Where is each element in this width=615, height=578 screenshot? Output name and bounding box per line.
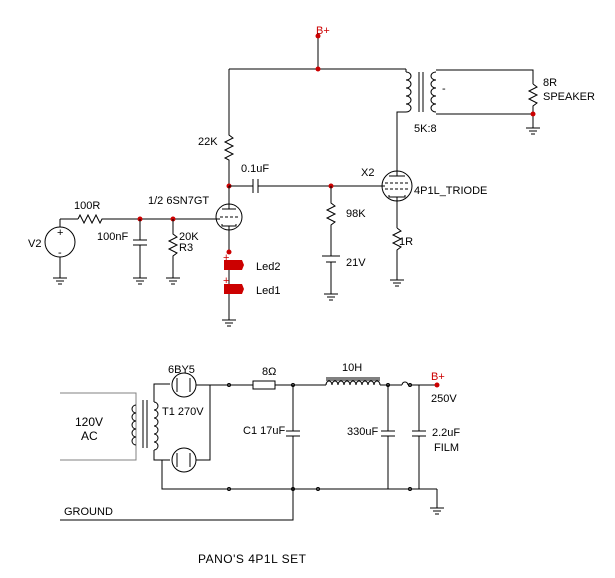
led-1-plus: + (223, 275, 229, 287)
output-tube-ref: X2 (361, 167, 374, 179)
driver-tube-label: 1/2 6SN7GT (148, 195, 209, 207)
cathode-junction (226, 249, 232, 255)
secondary-top-wire (436, 69, 534, 84)
mains-unit: AC (81, 429, 98, 443)
capacitor-coupling: 0.1uF (229, 163, 385, 193)
speaker-value: 8R (543, 77, 557, 89)
resistor-1r-label: 1R (399, 236, 413, 248)
resistor-1r: 1R (390, 227, 413, 287)
capacitor-c3-value: 2.2uF (432, 427, 460, 439)
capacitor-c3: 2.2uF FILM (412, 385, 460, 489)
capacitor-input-label: 100nF (97, 231, 128, 243)
resistor-r3-value: 20K (179, 231, 199, 243)
psu-resistor: 8Ω (229, 366, 326, 390)
bias-battery-label: 21V (346, 257, 366, 269)
speaker-load: 8R SPEAKER (526, 77, 595, 135)
output-tube-label: 4P1L_TRIODE (414, 185, 487, 197)
choke: 10H (325, 362, 402, 386)
power-transformer-label: T1 270V (162, 406, 204, 418)
supply-b-plus: B+ (431, 371, 445, 383)
source-minus-sign: - (58, 247, 62, 259)
capacitor-c3-type: FILM (434, 442, 459, 454)
led-2-label: Led2 (256, 261, 280, 273)
capacitor-c2: 330uF (347, 385, 395, 489)
capacitor-c1: C1 17uF (60, 385, 300, 521)
output-tube: X2 4P1L_TRIODE (361, 167, 487, 228)
speaker-name: SPEAKER (543, 91, 595, 103)
rectifier-tube: 6BY5 (168, 364, 229, 473)
secondary-wire-a (153, 383, 170, 402)
psu-node-4 (408, 383, 412, 387)
led-1-label: Led1 (256, 285, 280, 297)
output-transformer: - 5K:8 (396, 69, 446, 171)
source-plus-sign: + (57, 227, 63, 239)
resistor-r3: 20K R3 (166, 219, 199, 285)
supply-voltage: 250V (431, 393, 457, 405)
resistor-100r-label: 100R (74, 200, 100, 212)
capacitor-coupling-label: 0.1uF (241, 163, 269, 175)
top-rail-junction (315, 66, 321, 72)
capacitor-c2-label: 330uF (347, 426, 378, 438)
secondary-wire-b (153, 450, 170, 461)
psu-node-1 (227, 383, 231, 387)
mains-source: 120V AC (60, 392, 137, 461)
output-transformer-ratio: 5K:8 (414, 123, 437, 135)
psu-ground (419, 488, 444, 515)
led-1: + Led1 (223, 275, 280, 297)
b-plus-top: B+ (315, 25, 330, 69)
ground-label: GROUND (64, 506, 113, 518)
rectifier-label: 6BY5 (168, 364, 195, 376)
mains-voltage: 120V (75, 415, 103, 429)
signal-source: + - V2 (28, 219, 76, 285)
gnd-node-4 (408, 487, 412, 491)
led-2: + Led2 (223, 252, 280, 273)
resistor-r3-name: R3 (179, 242, 193, 254)
resistor-98k: 98K (325, 186, 366, 256)
led-2-plus: + (223, 252, 229, 264)
resistor-22k-label: 22K (198, 136, 218, 148)
ground-return-wire (161, 460, 430, 490)
schematic-title: PANO'S 4P1L SET (198, 552, 307, 566)
supply-output: B+ 250V (401, 371, 457, 405)
capacitor-c1-label: C1 17uF (243, 425, 285, 437)
gnd-node-1 (227, 487, 231, 491)
gnd-node-2 (291, 487, 295, 491)
gnd-node-3 (316, 487, 320, 491)
resistor-98k-label: 98K (346, 208, 366, 220)
capacitor-input: 100nF (97, 219, 147, 285)
speaker-junction (530, 111, 536, 117)
choke-label: 10H (342, 362, 362, 374)
xfmr-sec-mark: - (442, 83, 446, 95)
resistor-100r: 100R (74, 200, 220, 225)
bias-battery: 21V (322, 255, 366, 301)
resistor-22k: 22K (198, 69, 235, 186)
driver-tube: 1/2 6SN7GT (148, 186, 243, 252)
led-ground (222, 294, 236, 327)
source-label: V2 (28, 238, 41, 250)
psu-resistor-label: 8Ω (262, 366, 276, 378)
power-transformer: T1 270V (131, 400, 204, 451)
